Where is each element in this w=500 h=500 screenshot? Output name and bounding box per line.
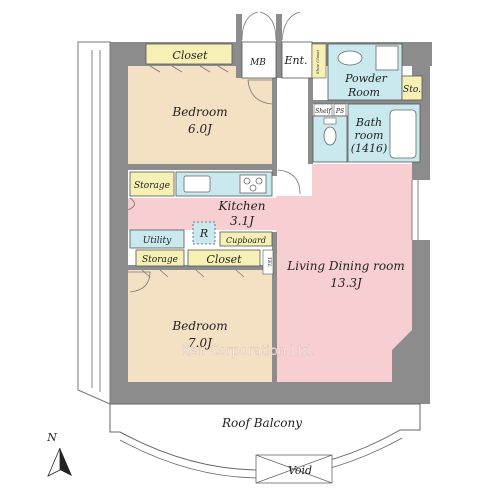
tel-label: TEL bbox=[266, 257, 272, 268]
wall-vertical-center bbox=[272, 66, 277, 176]
corridor-floor bbox=[276, 66, 312, 196]
toilet-icon bbox=[323, 126, 337, 146]
mb-door bbox=[241, 11, 277, 41]
closet-mid-doors bbox=[141, 269, 245, 278]
storage-right-label: Sto. bbox=[403, 85, 421, 95]
living-dining-size: 13.3J bbox=[330, 276, 363, 290]
bedroom-bottom-size: 7.0J bbox=[188, 336, 213, 350]
kitchen-sink-icon bbox=[183, 175, 211, 193]
storage-mid bbox=[135, 249, 185, 267]
washer-icon bbox=[375, 45, 399, 71]
wall-corner-notch bbox=[392, 330, 430, 404]
utility-label: Utility bbox=[143, 236, 172, 246]
powder-room-label: Powder bbox=[344, 72, 388, 85]
entrance-area bbox=[281, 41, 313, 79]
closet-mid bbox=[187, 249, 261, 267]
wall-right-lower bbox=[412, 240, 430, 350]
cupboard bbox=[219, 231, 273, 247]
bathroom-label-2: room bbox=[355, 129, 384, 142]
bedroom-top-door bbox=[247, 79, 273, 105]
refrigerator-label: R bbox=[199, 227, 208, 240]
tank-icon bbox=[323, 117, 337, 125]
wall-bottom bbox=[110, 382, 420, 404]
shelf-label: Shelf bbox=[315, 108, 332, 115]
bedroom-bottom-label: Bedroom bbox=[171, 319, 227, 333]
bathroom-label-3: (1416) bbox=[351, 142, 388, 155]
storage-left-label: Storage bbox=[134, 181, 170, 191]
stove-icon bbox=[239, 174, 267, 194]
north-label: N bbox=[46, 431, 57, 444]
wall-left bbox=[110, 42, 128, 402]
living-dining-floor bbox=[276, 164, 412, 382]
wall-bedroom-divider bbox=[128, 265, 276, 270]
burner-icon bbox=[249, 184, 257, 192]
void-cross-2 bbox=[255, 454, 333, 484]
bedroom-bottom-door bbox=[128, 271, 151, 293]
mb-room bbox=[241, 41, 277, 79]
sink-icon bbox=[337, 50, 363, 66]
kitchen-size: 3.1J bbox=[230, 214, 255, 228]
roof-balcony-label: Roof Balcony bbox=[221, 416, 302, 430]
void-label: Void bbox=[288, 464, 312, 477]
wall-vertical-lower bbox=[272, 232, 277, 382]
north-arrow-icon bbox=[47, 447, 72, 477]
wall-mid-horizontal bbox=[128, 164, 276, 170]
bathtub-icon bbox=[389, 109, 417, 159]
storage-mid-label: Storage bbox=[142, 255, 178, 265]
closet-top-label: Closet bbox=[172, 49, 208, 62]
utility bbox=[129, 229, 185, 249]
entrance-door bbox=[281, 11, 301, 41]
bedroom-top-label: Bedroom bbox=[171, 105, 227, 119]
shoe-closet bbox=[311, 43, 327, 79]
tel-outlet bbox=[262, 249, 274, 275]
ps-label: PS bbox=[335, 108, 344, 115]
refrigerator bbox=[192, 221, 216, 245]
burner-icon bbox=[243, 177, 251, 185]
bathroom-label: Bath bbox=[355, 116, 382, 129]
closet-top bbox=[145, 43, 233, 65]
left-exterior-strip bbox=[77, 41, 111, 405]
mb-label: MB bbox=[249, 58, 266, 68]
wall-ent bbox=[276, 14, 282, 78]
wall-wet-horizontal bbox=[312, 100, 424, 104]
closet-top-doors bbox=[149, 65, 229, 73]
bedroom-top-size: 6.0J bbox=[188, 122, 213, 136]
kitchen-label: Kitchen bbox=[218, 199, 266, 213]
closet-mid-label: Closet bbox=[206, 253, 242, 266]
cupboard-label: Cupboard bbox=[226, 236, 266, 245]
bedroom-bottom-floor bbox=[128, 270, 274, 382]
ent-label: Ent. bbox=[283, 54, 307, 67]
kitchen-door bbox=[277, 169, 301, 195]
powder-room-label-2: Room bbox=[347, 86, 380, 99]
kitchen-floor bbox=[128, 198, 276, 230]
burner-icon bbox=[255, 177, 263, 185]
storage-door bbox=[127, 197, 135, 211]
storage-left bbox=[129, 171, 175, 197]
wall-mb bbox=[236, 14, 242, 78]
storage-right bbox=[401, 75, 423, 101]
wall-wetroom bbox=[308, 66, 313, 164]
shoe-closet-label: Shoe Closet bbox=[315, 50, 320, 75]
living-dining-label: Living Dining room bbox=[286, 259, 404, 273]
watermark: Ken Corporation Ltd. bbox=[181, 344, 315, 359]
bedroom-top-floor bbox=[128, 66, 274, 166]
